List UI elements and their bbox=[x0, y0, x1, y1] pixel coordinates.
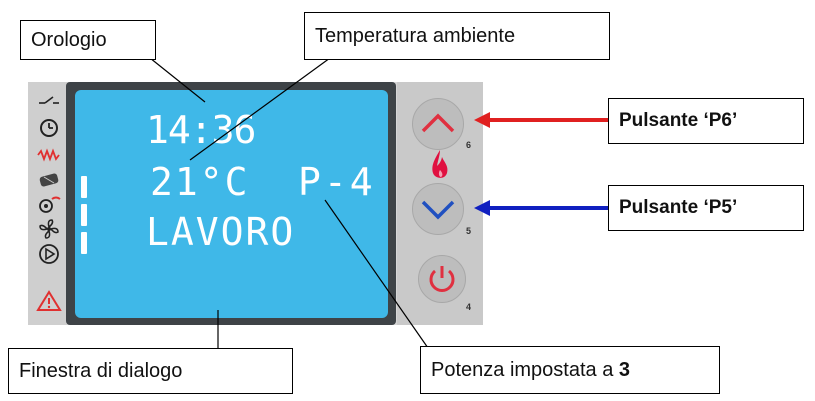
lcd-bar-segment bbox=[81, 232, 87, 254]
lcd-bar-segment bbox=[81, 204, 87, 226]
callout-dialog-window: Finestra di dialogo bbox=[8, 348, 293, 394]
up-button-p6[interactable] bbox=[412, 98, 464, 150]
fan-icon bbox=[39, 219, 59, 239]
button-number-label: 4 bbox=[466, 302, 472, 312]
callout-power-set-text: Potenza impostata a bbox=[431, 358, 619, 381]
down-button-p5[interactable] bbox=[412, 183, 464, 235]
lcd-bar-segment bbox=[81, 176, 87, 198]
callout-ambient-temperature: Temperatura ambiente bbox=[304, 12, 610, 60]
callout-power-set-value: 3 bbox=[618, 358, 631, 381]
fan-motor-icon bbox=[39, 196, 61, 213]
warning-icon bbox=[36, 290, 62, 311]
heating-icon bbox=[37, 148, 60, 162]
callout-button-p6: Pulsante ‘P6’ bbox=[608, 98, 804, 144]
power-icon bbox=[429, 266, 455, 292]
callout-clock: Orologio bbox=[20, 20, 156, 60]
lcd-status-text: LAVORO bbox=[146, 210, 296, 254]
status-icon-column bbox=[28, 82, 70, 325]
play-icon bbox=[39, 244, 59, 264]
switch-icon bbox=[39, 96, 59, 104]
button-number-label: 5 bbox=[466, 226, 472, 236]
chevron-down-icon bbox=[421, 200, 455, 220]
callout-button-p5: Pulsante ‘P5’ bbox=[608, 185, 804, 231]
lcd-power-level: P-4 bbox=[298, 160, 376, 204]
lcd-temperature: 21°C bbox=[150, 160, 250, 204]
chevron-up-icon bbox=[421, 113, 455, 133]
power-button[interactable] bbox=[418, 255, 466, 303]
clock-icon bbox=[40, 119, 58, 137]
pellet-icon bbox=[39, 173, 59, 187]
button-number-label: 6 bbox=[466, 140, 472, 150]
flame-icon bbox=[432, 150, 448, 178]
lcd-clock: 14:36 bbox=[146, 108, 256, 152]
callout-power-set: Potenza impostata a 3 bbox=[420, 346, 720, 394]
